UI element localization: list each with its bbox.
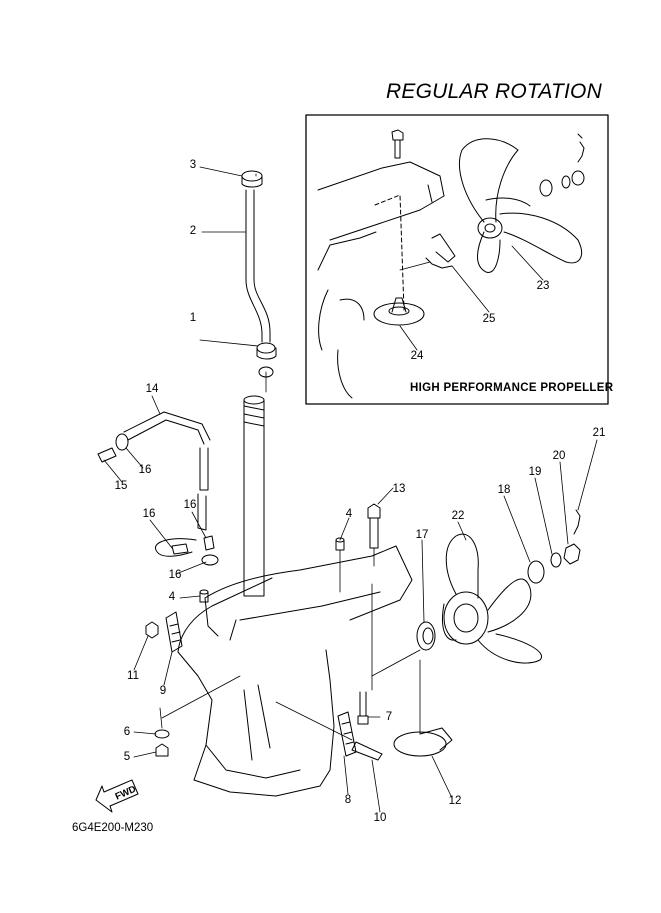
diagram-code: 6G4E200-M230 bbox=[72, 822, 154, 834]
thrust-washer bbox=[416, 621, 436, 651]
part-number-label: 23 bbox=[536, 280, 550, 292]
diagram-title: REGULAR ROTATION bbox=[386, 80, 602, 103]
part-number-label: 18 bbox=[497, 484, 511, 496]
part-number-label: 13 bbox=[392, 483, 406, 495]
inset-frame bbox=[305, 114, 609, 405]
dowel-pins bbox=[199, 537, 345, 603]
part-number-label: 15 bbox=[114, 480, 128, 492]
propeller-hardware bbox=[527, 509, 581, 584]
inset-housing bbox=[317, 161, 445, 399]
part-number-label: 16 bbox=[168, 569, 182, 581]
cooling-hose bbox=[123, 411, 211, 557]
part-number-label: 5 bbox=[123, 751, 131, 763]
part-number-label: 16 bbox=[142, 508, 156, 520]
lower-plate bbox=[337, 691, 383, 761]
part-number-label: 7 bbox=[385, 711, 393, 723]
part-number-label: 16 bbox=[138, 464, 152, 476]
anode-12 bbox=[393, 727, 453, 757]
part-number-label: 12 bbox=[448, 795, 462, 807]
inset-anode bbox=[373, 297, 425, 326]
inset-propeller bbox=[458, 138, 582, 273]
part-number-label: 8 bbox=[344, 794, 352, 806]
fwd-arrow bbox=[95, 779, 139, 813]
part-number-label: 2 bbox=[189, 225, 197, 237]
part-number-label: 22 bbox=[451, 510, 465, 522]
part-number-label: 20 bbox=[552, 450, 566, 462]
inset-hardware bbox=[539, 133, 585, 197]
inset-clip bbox=[425, 233, 456, 269]
part-number-label: 4 bbox=[168, 591, 176, 603]
part-number-label: 24 bbox=[410, 350, 424, 362]
water-tube bbox=[245, 189, 271, 343]
part-number-label: 25 bbox=[482, 313, 496, 325]
leader-lines bbox=[103, 166, 598, 813]
driveshaft bbox=[243, 395, 265, 597]
part-number-label: 16 bbox=[183, 499, 197, 511]
propeller bbox=[442, 533, 543, 664]
inset-bolt bbox=[391, 129, 404, 159]
washer-bolt bbox=[154, 729, 170, 757]
part-number-label: 9 bbox=[159, 685, 167, 697]
bolt-13 bbox=[367, 503, 381, 549]
inset-caption: HIGH PERFORMANCE PROPELLER bbox=[410, 382, 614, 394]
part-number-label: 1 bbox=[189, 312, 197, 324]
trim-tab-plate bbox=[145, 611, 183, 653]
part-number-label: 6 bbox=[123, 726, 131, 738]
part-number-label: 14 bbox=[145, 383, 159, 395]
hose-clips bbox=[97, 433, 219, 566]
part-number-label: 11 bbox=[127, 670, 139, 682]
part-number-label: 21 bbox=[592, 427, 606, 439]
part-number-label: 17 bbox=[415, 529, 429, 541]
part-number-label: 19 bbox=[528, 466, 542, 478]
gearcase-housing bbox=[177, 545, 413, 797]
part-number-label: 10 bbox=[373, 812, 387, 824]
part-number-label: 3 bbox=[189, 159, 197, 171]
part-number-label: 4 bbox=[345, 508, 353, 520]
alignment-lines bbox=[159, 173, 431, 741]
grommets bbox=[241, 170, 277, 378]
